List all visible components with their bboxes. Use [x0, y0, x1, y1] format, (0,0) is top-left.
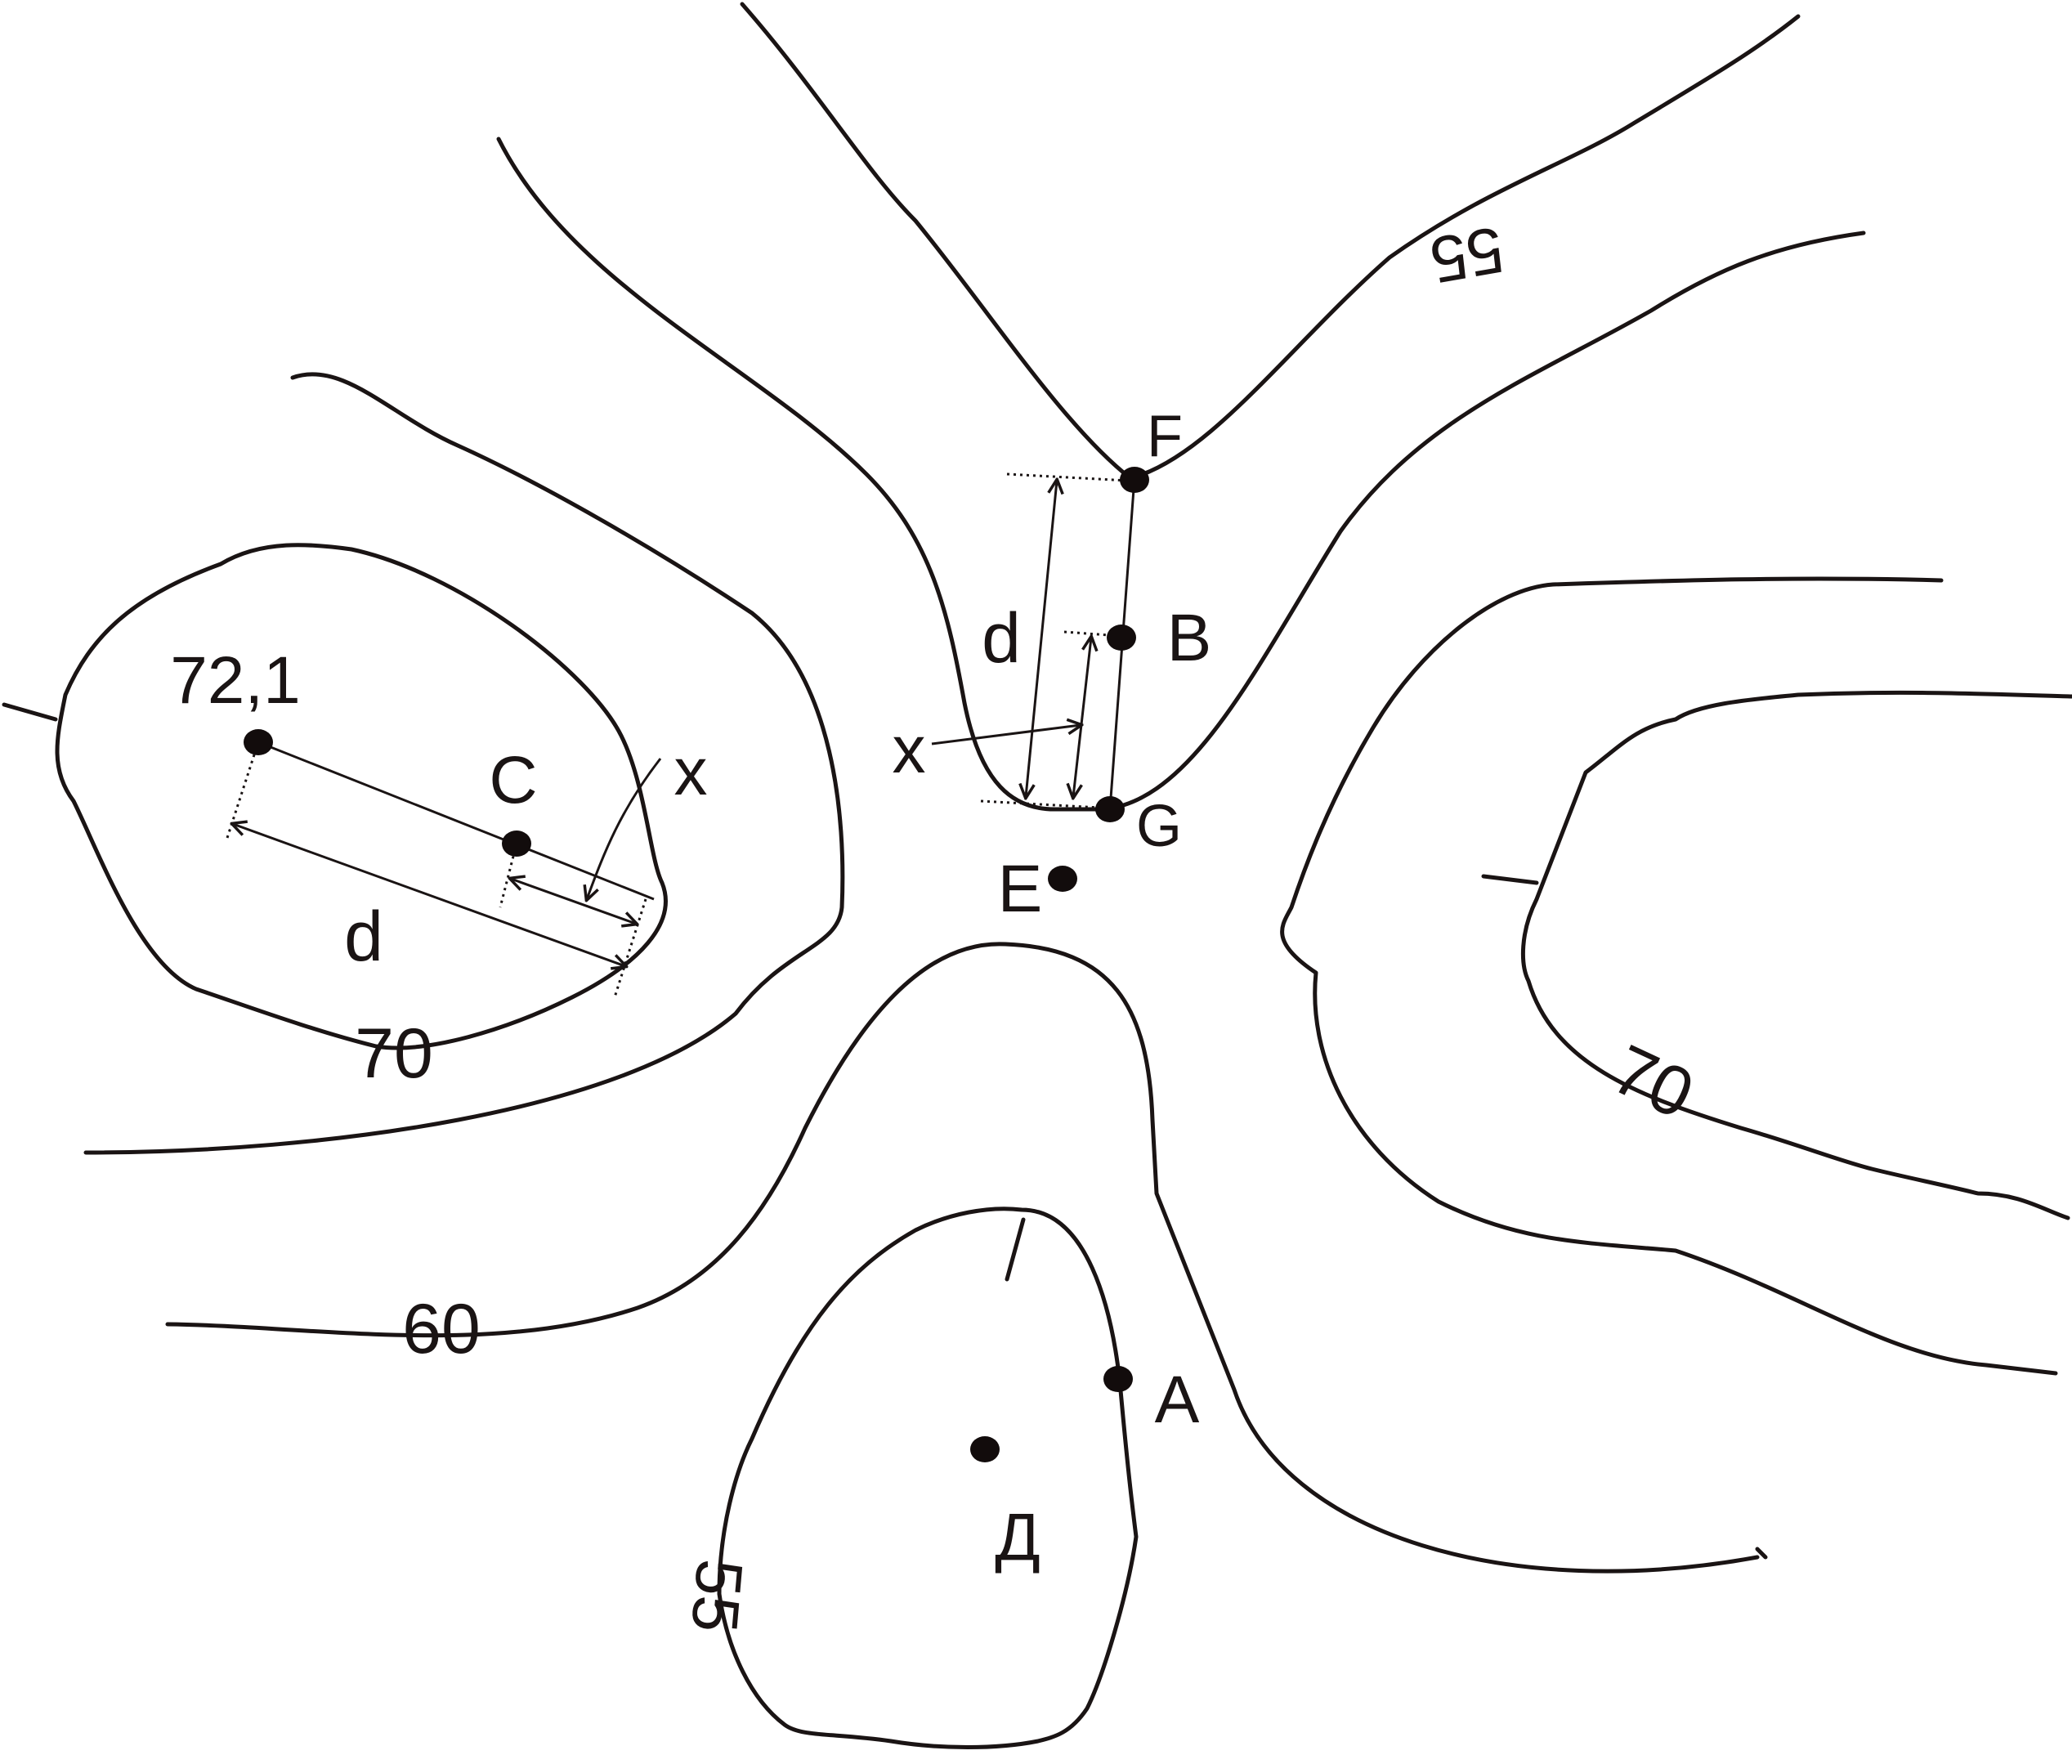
label-x-center: x — [893, 713, 926, 787]
label-x-left: x — [674, 735, 708, 809]
arrow-x-left — [511, 879, 636, 924]
label-d: Д — [995, 1500, 1040, 1574]
contour-65-left — [83, 372, 845, 1155]
contour-bottom-closed — [717, 1207, 1139, 1749]
label-d-center: d — [982, 599, 1021, 678]
point-a — [1103, 1366, 1133, 1392]
arrow-d-left — [233, 824, 625, 966]
slope-tick-left — [2, 702, 58, 722]
contour-60-upper — [496, 137, 1866, 812]
slope-tick-right — [1481, 874, 1539, 885]
dotted-drop-contour — [613, 898, 647, 998]
contour-label-60: 60 — [402, 1290, 481, 1368]
contour-70-left-closed — [55, 543, 668, 1050]
pointer-x-center — [931, 725, 1081, 745]
contour-70-right — [1280, 576, 2058, 1376]
contour-label-55-bottom: 55 — [678, 1556, 756, 1635]
contour-label-70-right: 70 — [1601, 1030, 1705, 1134]
label-b: B — [1167, 601, 1212, 675]
point-d — [970, 1436, 1000, 1462]
label-f: F — [1147, 404, 1183, 469]
point-g — [1095, 796, 1125, 822]
point-e — [1048, 866, 1077, 892]
slope-tick-bottom-right — [1755, 1547, 1768, 1560]
point-f — [1120, 467, 1149, 493]
point-c — [502, 831, 531, 857]
elevation-label: 72,1 — [170, 643, 301, 718]
contour-55-top-right-branch — [1128, 14, 1801, 481]
arrow-x-center — [1073, 638, 1091, 797]
contour-60-lower-left — [165, 942, 1760, 1574]
label-e: E — [998, 852, 1043, 926]
point-b — [1107, 625, 1136, 651]
contour-label-70-left: 70 — [355, 1014, 433, 1093]
contour-55-top-left-branch — [740, 2, 1133, 481]
contour-label-55-top: 55 — [1425, 213, 1509, 298]
label-d-left: d — [344, 898, 383, 976]
label-c: C — [489, 743, 537, 817]
contour-75-right — [1521, 690, 2072, 1220]
point-peak — [244, 729, 273, 755]
dotted-level-g — [980, 799, 1100, 809]
label-g: G — [1136, 794, 1182, 859]
label-a: A — [1155, 1363, 1200, 1437]
dotted-drop-peak — [226, 741, 260, 839]
arrow-d-center — [1026, 481, 1057, 797]
dotted-level-f — [1006, 472, 1129, 482]
slope-tick-bottom-inner — [1005, 1217, 1026, 1282]
pointer-x-left — [587, 758, 662, 899]
